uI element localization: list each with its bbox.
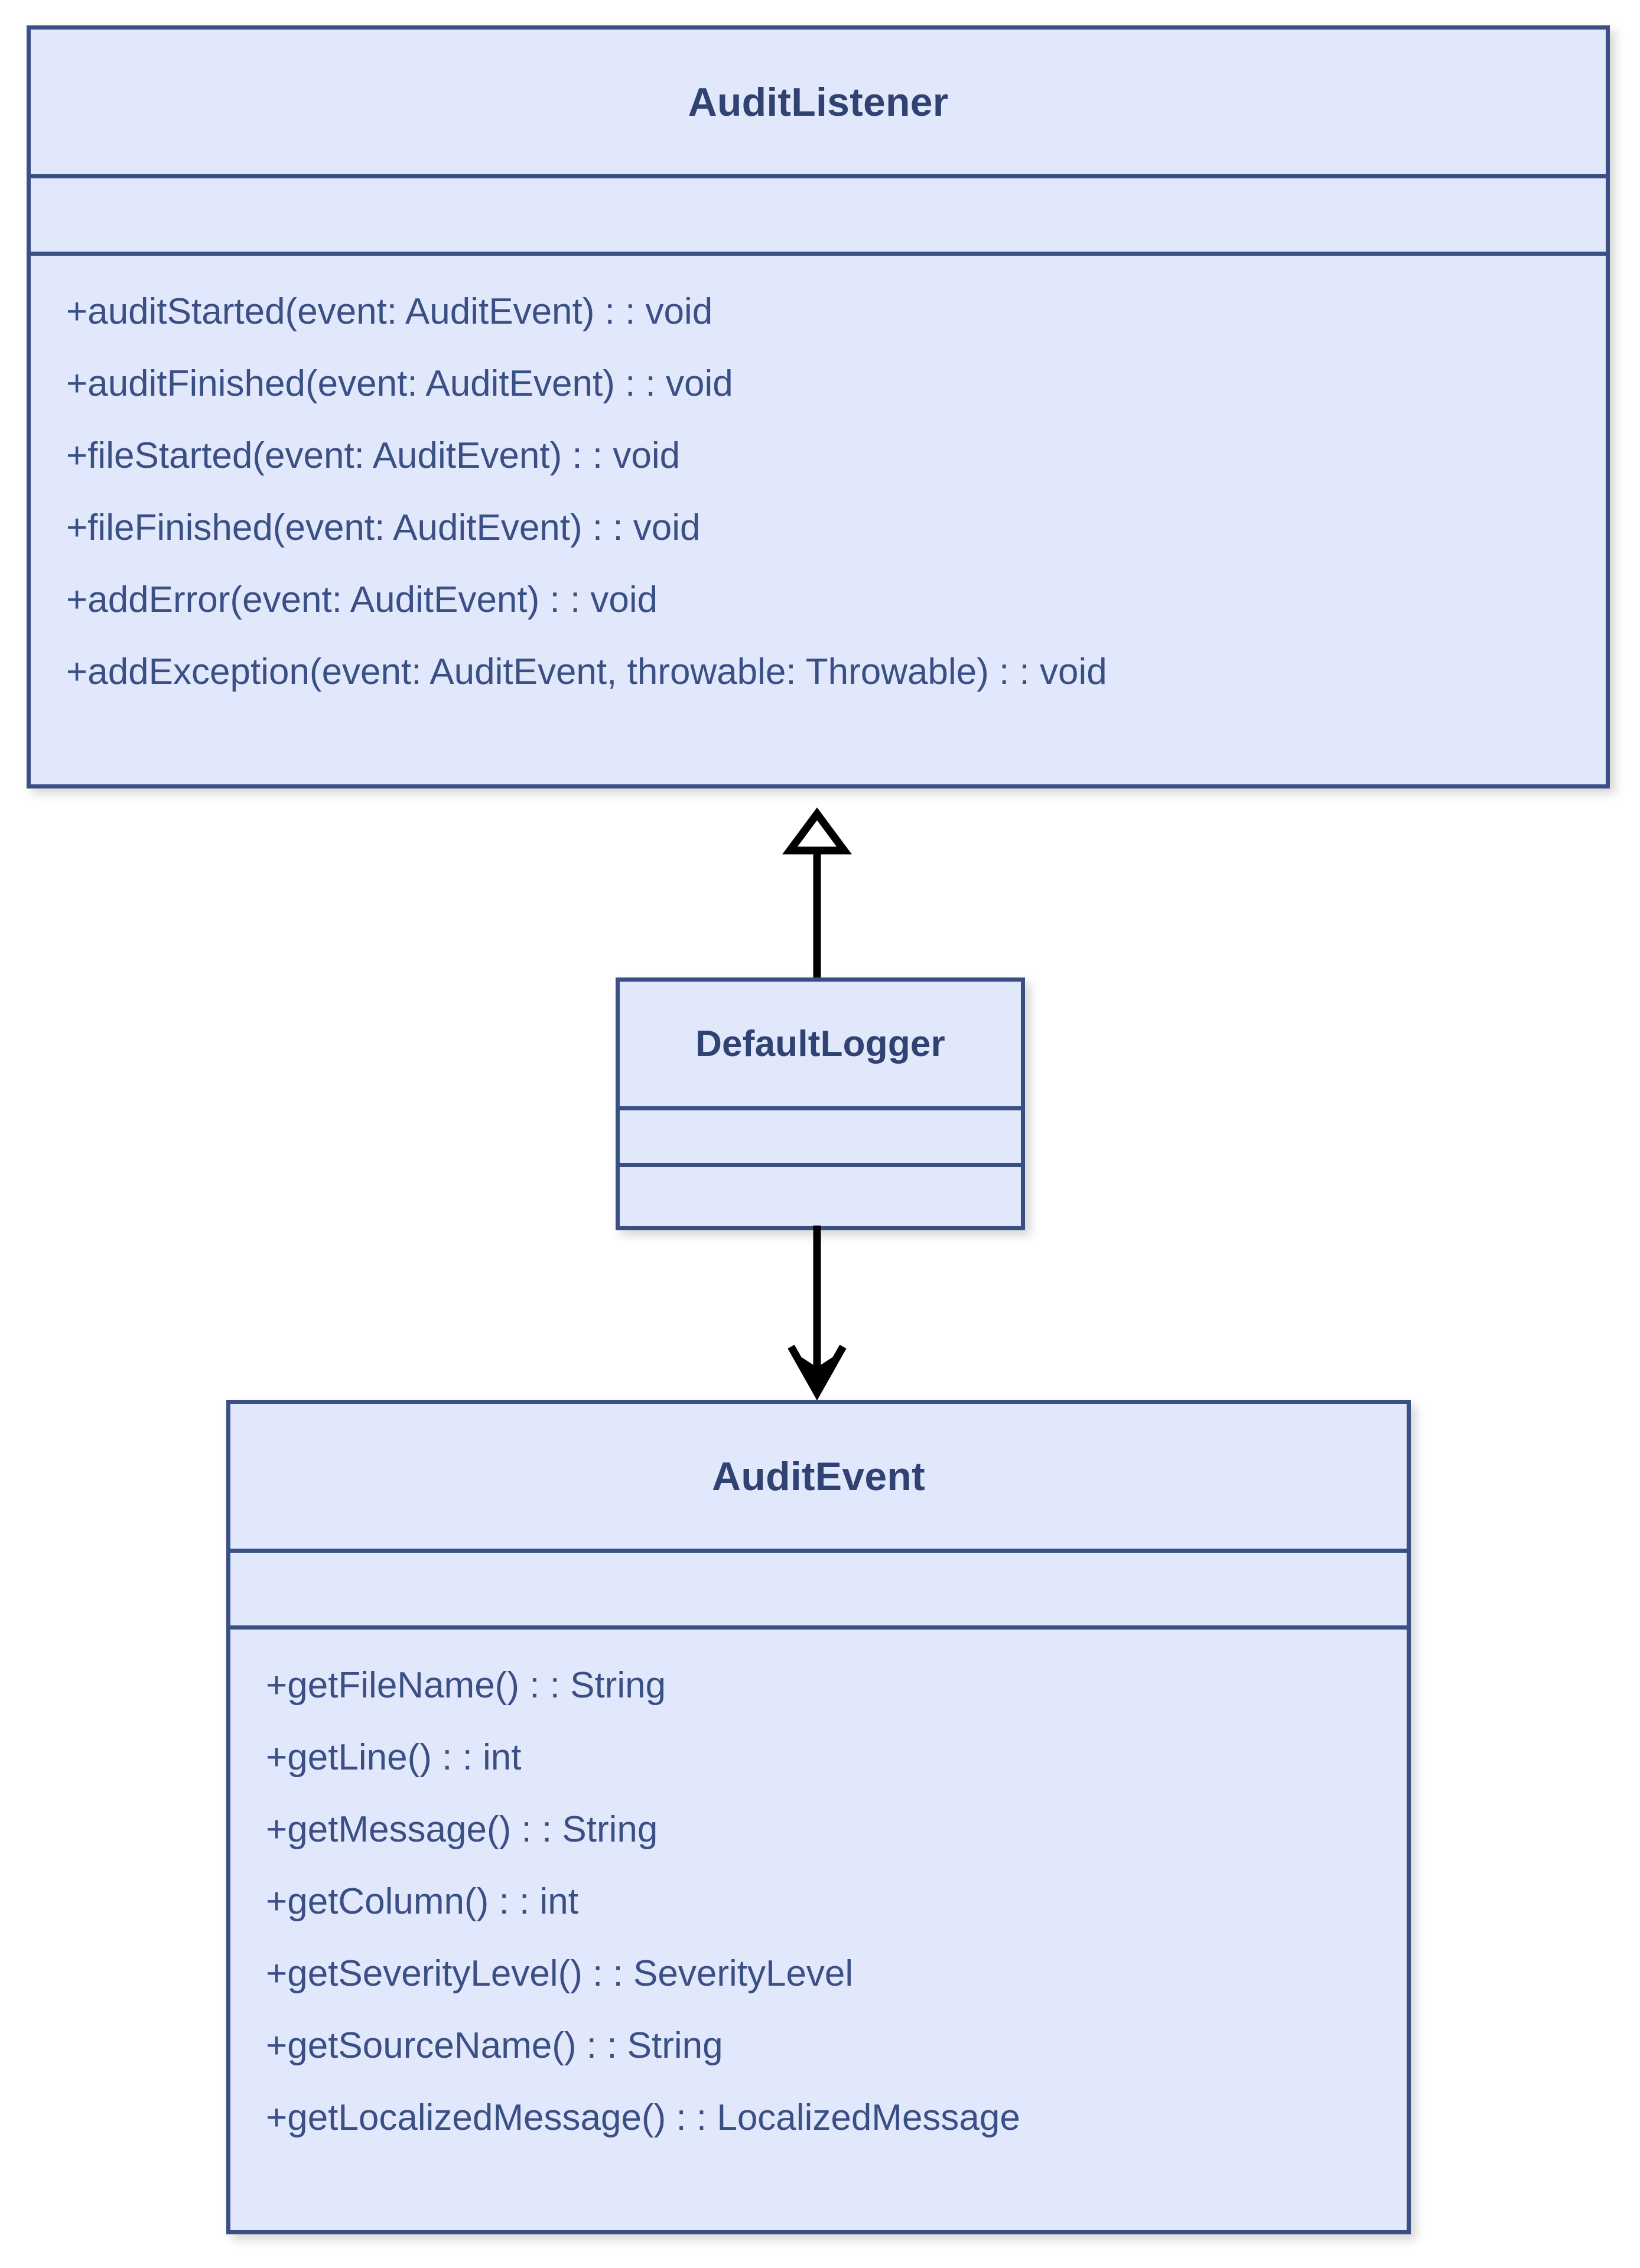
method-row: +getMessage() : : String <box>266 1809 658 1850</box>
class-box-audit-event[interactable]: AuditEvent +getFileName() : : String +ge… <box>226 1400 1411 2234</box>
class-methods-audit-event: +getFileName() : : String +getLine() : :… <box>230 1630 1407 2230</box>
method-row: +getSeverityLevel() : : SeverityLevel <box>266 1953 854 1994</box>
class-name-audit-listener: AuditListener <box>31 30 1606 178</box>
method-row: +addException(event: AuditEvent, throwab… <box>66 651 1107 692</box>
method-row: +getSourceName() : : String <box>266 2025 723 2066</box>
class-attributes-audit-event <box>230 1553 1407 1630</box>
method-row: +getLine() : : int <box>266 1737 522 1778</box>
method-row: +auditStarted(event: AuditEvent) : : voi… <box>66 291 713 332</box>
class-box-audit-listener[interactable]: AuditListener +auditStarted(event: Audit… <box>27 25 1610 788</box>
class-name-default-logger: DefaultLogger <box>620 982 1021 1110</box>
association-connector-default-logger-to-audit-event <box>788 1226 847 1401</box>
method-row: +auditFinished(event: AuditEvent) : : vo… <box>66 363 733 404</box>
class-attributes-audit-listener <box>31 178 1606 256</box>
class-methods-audit-listener: +auditStarted(event: AuditEvent) : : voi… <box>31 256 1606 784</box>
generalization-connector-default-logger-to-audit-listener <box>782 807 852 986</box>
class-box-default-logger[interactable]: DefaultLogger <box>616 977 1025 1230</box>
method-row: +fileFinished(event: AuditEvent) : : voi… <box>66 507 701 548</box>
class-attributes-default-logger <box>620 1110 1021 1167</box>
class-methods-default-logger <box>620 1167 1021 1226</box>
method-row: +getColumn() : : int <box>266 1881 578 1922</box>
method-row: +getFileName() : : String <box>266 1665 666 1706</box>
method-row: +getLocalizedMessage() : : LocalizedMess… <box>266 2097 1020 2138</box>
method-row: +addError(event: AuditEvent) : : void <box>66 579 658 620</box>
method-row: +fileStarted(event: AuditEvent) : : void <box>66 435 681 476</box>
class-name-audit-event: AuditEvent <box>230 1404 1407 1553</box>
